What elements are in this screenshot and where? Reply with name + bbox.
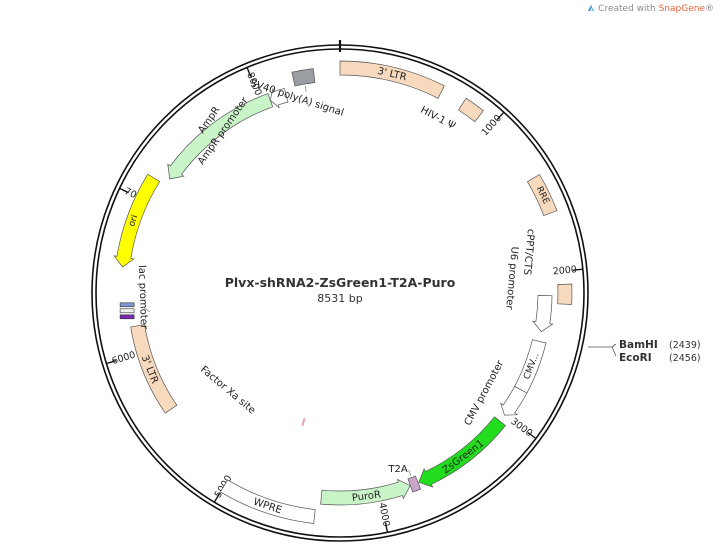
lac-promoter-leader bbox=[142, 306, 151, 313]
cppt-cts-label: cPPT/CTS bbox=[521, 228, 536, 275]
tick-label-6000: 6000 bbox=[111, 350, 137, 368]
site-bamhi-name: BamHI bbox=[619, 339, 658, 351]
lac-promoter-mark-mid bbox=[119, 308, 135, 314]
u6-promoter-feature bbox=[532, 295, 554, 333]
zsgreen1-feature bbox=[418, 416, 506, 488]
lac-promoter-mark bbox=[119, 314, 135, 320]
puror-label: PuroR bbox=[351, 489, 381, 504]
tick-marks bbox=[106, 67, 583, 533]
credit-prefix: Created with bbox=[598, 4, 659, 14]
rre-feature bbox=[526, 174, 558, 217]
restriction-sites: BamHI (2439) EcoRI (2456) bbox=[588, 339, 701, 364]
plasmid-size: 8531 bp bbox=[317, 292, 362, 305]
lac-promoter-label: lac promoter bbox=[136, 265, 149, 330]
wpre-feature bbox=[220, 479, 316, 524]
credit-brand: SnapGene bbox=[658, 4, 705, 14]
tick-mark-5000 bbox=[213, 493, 221, 503]
zsgreen1-label: ZsGreen1 bbox=[441, 438, 487, 476]
lac-promoter-mark-top bbox=[119, 302, 135, 308]
tick-mark-8000 bbox=[246, 67, 252, 77]
ampr-promoter-feature bbox=[269, 87, 289, 109]
plasmid-name: Plvx-shRNA2-ZsGreen1-T2A-Puro bbox=[225, 275, 456, 290]
sv40-polya-leader bbox=[304, 85, 307, 92]
tick-mark-4000 bbox=[384, 522, 389, 533]
ori-feature bbox=[113, 173, 161, 268]
tick-mark-7000 bbox=[119, 187, 129, 194]
cmv-promoter-label: CMV promoter bbox=[463, 358, 507, 428]
puror-feature bbox=[320, 478, 411, 506]
ltr3-bottom-feature bbox=[130, 324, 178, 414]
cppt-cts-feature bbox=[557, 283, 573, 305]
tick-mark-6000 bbox=[106, 360, 117, 365]
site-ecori-position: (2456) bbox=[669, 353, 701, 364]
snapgene-logo-icon bbox=[588, 5, 595, 11]
site-bamhi-position: (2439) bbox=[669, 340, 701, 351]
features bbox=[113, 60, 573, 524]
site-ecori-name: EcoRI bbox=[619, 352, 652, 364]
t2a-label: T2A bbox=[387, 464, 407, 475]
ampr-feature bbox=[167, 93, 274, 180]
factor-xa-site-mark bbox=[301, 417, 306, 427]
ori-label: ori bbox=[127, 214, 140, 228]
tick-mark-1000 bbox=[496, 111, 505, 121]
tick-label-4000: 4000 bbox=[376, 502, 391, 528]
tick-label-2000: 2000 bbox=[552, 264, 577, 277]
cmv-promoter-feature bbox=[500, 385, 528, 416]
ltr3-top-feature bbox=[339, 60, 445, 99]
tick-mark-2000 bbox=[572, 268, 583, 271]
hiv1-psi-label: HIV-1 Ψ bbox=[419, 105, 458, 132]
factor-xa-label: Factor Xa site bbox=[198, 364, 257, 416]
t2a-feature bbox=[407, 475, 422, 493]
credit-suffix: ® bbox=[705, 4, 714, 14]
sv40-polya-feature bbox=[291, 68, 316, 87]
hiv1-psi-feature bbox=[458, 97, 484, 123]
tick-mark-3000 bbox=[527, 431, 537, 440]
t2a-leader bbox=[408, 469, 412, 476]
u6-promoter-label: U6 promoter bbox=[503, 246, 520, 311]
snapgene-credit: Created with SnapGene® bbox=[587, 4, 714, 14]
tick-label-3000: 3000 bbox=[508, 416, 534, 439]
